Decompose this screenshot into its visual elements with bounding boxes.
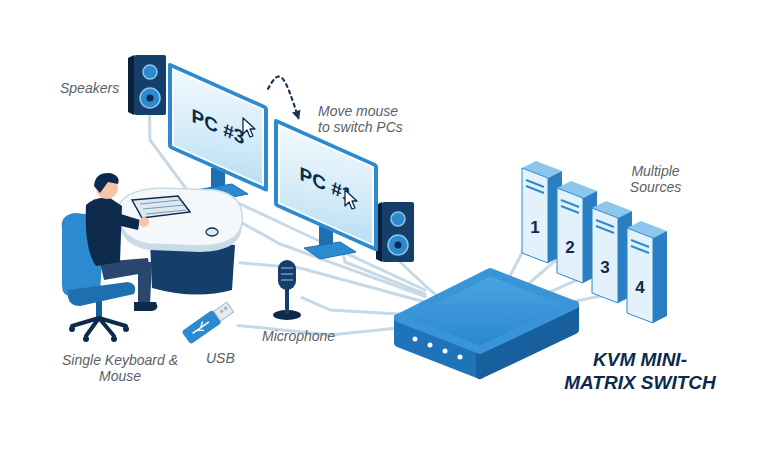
speaker-cone: [147, 95, 154, 102]
tower-front: [592, 208, 618, 303]
switch-top: [398, 272, 575, 350]
user-figure: [86, 173, 158, 311]
speaker-tweeter: [391, 212, 405, 226]
user-torso: [86, 198, 122, 266]
user-shoe: [134, 302, 157, 311]
speaker-side: [128, 55, 134, 115]
tower-bays: [596, 220, 614, 233]
tower-symbol: [592, 201, 632, 303]
tower-bays: [561, 200, 579, 213]
mic-stem: [285, 286, 289, 314]
mic-grille: [281, 268, 293, 280]
device-label: USB: [206, 350, 235, 366]
chair-stem: [96, 300, 102, 318]
user-hair: [94, 173, 119, 193]
chair-seat: [68, 282, 135, 306]
user-hand: [139, 217, 149, 227]
microphone-symbol: [273, 260, 301, 320]
desk: [118, 188, 242, 295]
source-computer: 3: [593, 243, 617, 293]
chair-base: [72, 318, 126, 336]
mouse: [206, 228, 218, 236]
switch-title: KVM MINI- MATRIX SWITCH: [560, 348, 720, 394]
keyboard: [132, 196, 190, 218]
speaker-symbol: [376, 202, 414, 262]
chair-wheel: [111, 336, 117, 342]
speaker-woofer: [140, 88, 160, 108]
usb-device: USB: [182, 300, 238, 345]
source-computer: 4: [628, 263, 652, 313]
device-label: Microphone: [262, 328, 335, 344]
status-led: [458, 355, 463, 360]
status-led: [428, 343, 433, 348]
signal-cable: [240, 263, 425, 302]
tower-symbol: [557, 181, 597, 283]
speaker-front: [134, 55, 166, 115]
usb-pin: [220, 309, 224, 313]
stand-base: [304, 242, 356, 259]
group-label: Multiple Sources: [613, 163, 698, 195]
device-label: Single Keyboard & Mouse: [61, 352, 179, 384]
speaker-tweeter: [143, 65, 157, 79]
tower-front: [627, 228, 653, 323]
user-shin: [138, 262, 152, 305]
callout-number: 2: [565, 238, 574, 258]
chair-wheel: [83, 336, 89, 342]
tower-bays: [526, 180, 544, 193]
device-label: Speakers: [60, 80, 119, 96]
status-led: [443, 349, 448, 354]
callout-number: 3: [600, 258, 609, 278]
desk-top: [118, 188, 242, 246]
callout-number: 4: [635, 278, 644, 298]
microphone: Microphone: [272, 262, 302, 320]
usb-logo: [190, 319, 211, 337]
screen-label: PC #3: [192, 105, 245, 151]
source-computer: 1: [523, 203, 547, 253]
speaker: Speakers: [132, 54, 166, 116]
speaker-symbol: [128, 55, 166, 115]
kvm-switch: KVM MINI- MATRIX SWITCH: [425, 288, 550, 350]
screen-label: PC #1: [300, 162, 353, 208]
usb-pin: [224, 306, 228, 310]
chair-wheel: [123, 326, 129, 332]
usb-plug: [214, 302, 234, 321]
tower-symbol: [627, 221, 667, 323]
tower-front: [522, 168, 548, 263]
speaker-woofer: [388, 235, 408, 255]
workstation: Single Keyboard & Mouse: [60, 175, 240, 335]
speaker-front: [382, 202, 414, 262]
user-arm: [104, 210, 140, 230]
keyboard-keys: [140, 200, 186, 214]
mic-head: [278, 260, 296, 290]
chair-wheel: [69, 326, 75, 332]
status-led: [413, 337, 418, 342]
callout-number: 1: [530, 218, 539, 238]
tower-front: [557, 188, 583, 283]
tower-side: [653, 231, 667, 323]
kvm-switch-symbol: [398, 272, 575, 375]
usb-symbol: [181, 300, 234, 344]
connector-group: [268, 76, 298, 118]
speaker-cone: [395, 242, 402, 249]
tower-bays: [631, 240, 649, 253]
tower-symbol: [522, 161, 562, 263]
source-computer: 2: [558, 223, 582, 273]
switch-arrow: [268, 76, 298, 118]
edge-label: Move mouse to switch PCs: [318, 103, 410, 135]
